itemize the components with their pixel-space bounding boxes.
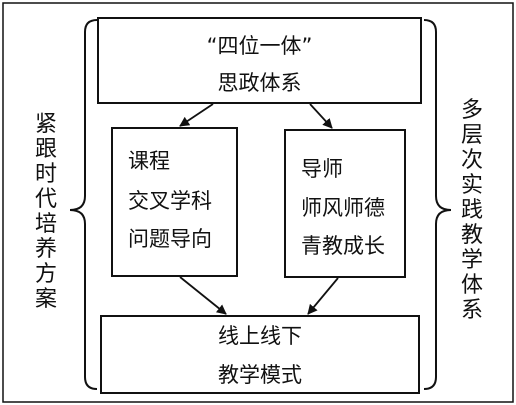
right-label-char: 体	[460, 273, 483, 298]
bottom-box-line-1: 线上线下	[218, 324, 302, 348]
left-vertical-label: 紧 跟 时 代 培 养 方 案	[33, 112, 59, 312]
right-vertical-label: 多 层 次 实 践 教 学 体 系	[459, 98, 485, 323]
right-brace	[423, 19, 452, 390]
left-box-line-3: 问题导向	[128, 227, 212, 251]
top-box	[97, 17, 422, 104]
top-box-title: “四位一体”	[206, 34, 313, 58]
left-label-char: 方	[34, 262, 57, 287]
arrow-top-to-right	[309, 103, 333, 129]
right-label-char: 系	[460, 298, 483, 323]
left-box-line-2: 交叉学科	[128, 189, 212, 213]
left-label-char: 养	[34, 237, 57, 262]
left-label-char: 培	[34, 212, 57, 237]
left-label-char: 跟	[34, 137, 57, 162]
arrow-left-to-bottom	[179, 276, 227, 315]
left-label-char: 紧	[34, 112, 57, 137]
bottom-box	[100, 315, 420, 394]
top-box-subtitle: 思政体系	[217, 71, 302, 95]
right-label-char: 多	[460, 98, 483, 123]
right-box-line-2: 师风师德	[301, 196, 385, 220]
arrow-top-to-left	[179, 103, 214, 127]
right-box-line-1: 导师	[301, 157, 343, 181]
right-label-char: 践	[460, 198, 483, 223]
right-label-char: 实	[460, 173, 483, 198]
arrow-right-to-bottom	[307, 277, 339, 315]
right-label-char: 学	[460, 248, 483, 273]
right-box-line-3: 青教成长	[301, 234, 385, 258]
right-label-char: 次	[460, 148, 483, 173]
right-label-char: 层	[460, 123, 483, 148]
left-label-char: 案	[34, 287, 57, 312]
right-box	[284, 129, 406, 278]
left-label-char: 时	[34, 162, 57, 187]
left-box-line-1: 课程	[128, 149, 170, 173]
bottom-box-line-2: 教学模式	[218, 363, 302, 387]
left-box	[111, 127, 238, 277]
right-label-char: 教	[460, 223, 483, 248]
left-label-char: 代	[34, 187, 57, 212]
left-brace	[69, 19, 98, 390]
